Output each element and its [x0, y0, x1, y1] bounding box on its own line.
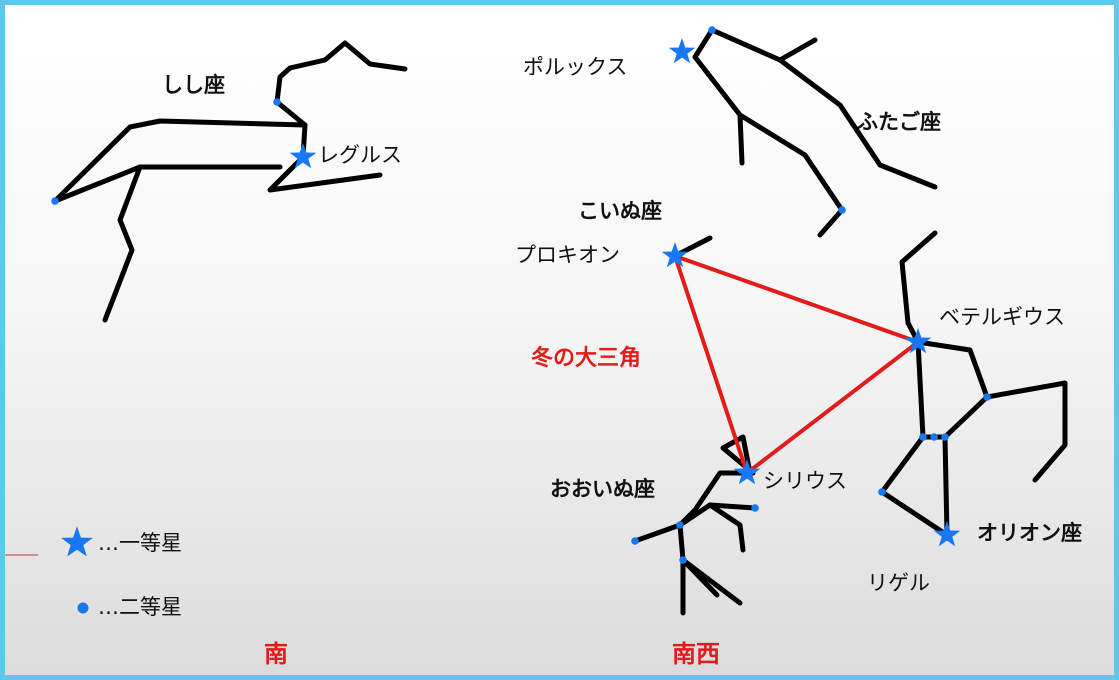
orion-second-magnitude-star — [878, 488, 886, 496]
star-map-canvas — [5, 26, 1068, 616]
leo-second-magnitude-star — [51, 197, 59, 205]
direction-southwest-label: 南西 — [672, 640, 720, 668]
regulus-label: レグルス — [318, 143, 402, 167]
procyon-star-icon — [661, 242, 689, 268]
pollux-label: ポルックス — [523, 55, 628, 79]
sirius-label: シリウス — [763, 469, 847, 493]
orion-belt-star — [941, 433, 949, 441]
orion-label: オリオン座 — [977, 521, 1082, 545]
winter-triangle-label: 冬の大三角 — [531, 346, 642, 371]
leo-label: しし座 — [162, 73, 225, 97]
pollux-star-icon — [668, 38, 696, 64]
legend-second-magnitude-label: …二等星 — [98, 595, 182, 619]
canis-major-second-magnitude-star — [679, 556, 687, 564]
canis-major-second-magnitude-star — [631, 537, 639, 545]
orion-constellation-lines — [879, 230, 1068, 538]
legend-second-magnitude-dot-icon — [77, 602, 89, 614]
gemini-label: ふたご座 — [857, 110, 941, 134]
canis-major-second-magnitude-star — [751, 504, 759, 512]
rigel-label: リゲル — [867, 571, 930, 595]
second-magnitude-stars — [51, 26, 991, 564]
legend-symbols — [61, 526, 93, 614]
betelgeuse-label: ベテルギウス — [939, 305, 1065, 329]
canis-major-second-magnitude-star — [676, 521, 684, 529]
gemini-constellation-lines — [692, 27, 938, 238]
winter-triangle-lines — [673, 254, 920, 475]
legend-first-magnitude-label: …一等星 — [98, 531, 182, 555]
canis-major-label: おおいぬ座 — [550, 477, 655, 501]
gemini-second-magnitude-star — [838, 206, 846, 214]
canis-minor-label: こいぬ座 — [578, 199, 662, 223]
rigel-star-icon — [933, 521, 961, 547]
gemini-second-magnitude-star — [708, 26, 716, 34]
orion-second-magnitude-star — [983, 393, 991, 401]
leo-constellation-lines — [52, 40, 408, 323]
legend-first-magnitude-star-icon — [61, 526, 93, 557]
procyon-label: プロキオン — [515, 243, 620, 267]
orion-belt-star — [919, 433, 927, 441]
canis-major-constellation-lines — [632, 434, 758, 616]
orion-belt-star — [930, 433, 938, 441]
direction-south-label: 南 — [264, 640, 288, 668]
leo-second-magnitude-star — [273, 98, 281, 106]
